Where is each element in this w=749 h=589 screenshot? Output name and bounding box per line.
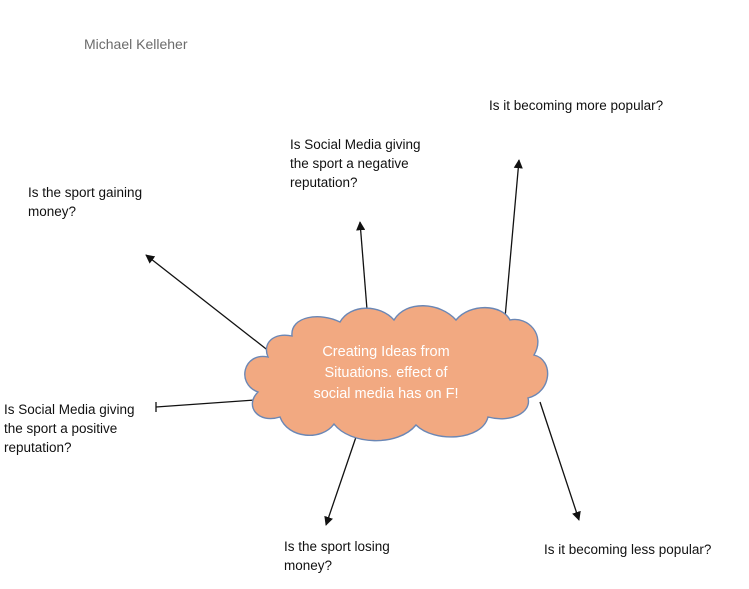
question-line: Is Social Media giving — [290, 137, 421, 152]
question-more-popular: Is it becoming more popular? — [489, 96, 663, 115]
question-less-popular: Is it becoming less popular? — [544, 540, 711, 559]
question-sport-losing-money: Is the sport losing money? — [284, 537, 390, 575]
question-sport-gaining-money: Is the sport gaining money? — [28, 183, 142, 221]
question-line: Is Social Media giving — [4, 402, 135, 417]
author-name: Michael Kelleher — [84, 36, 188, 52]
arrow-to-negative — [356, 221, 369, 323]
question-positive-reputation: Is Social Media giving the sport a posit… — [4, 400, 135, 457]
question-line: Is it becoming less popular? — [544, 542, 712, 557]
arrow-to-positive — [155, 399, 256, 408]
arrow-to-losing — [324, 436, 357, 526]
idea-cloud-shape — [244, 305, 549, 442]
arrow-to-less — [539, 401, 581, 521]
question-line: money? — [28, 204, 77, 219]
central-idea-text: Creating Ideas from Situations. effect o… — [280, 342, 492, 405]
central-idea-line: Situations. effect of — [324, 365, 448, 381]
question-line: Is the sport gaining — [28, 185, 143, 200]
question-line: the sport a negative — [290, 156, 409, 171]
question-line: Is it becoming more popular? — [489, 98, 664, 113]
question-line: the sport a positive — [4, 421, 118, 436]
question-negative-reputation: Is Social Media giving the sport a negat… — [290, 135, 421, 192]
question-line: money? — [284, 558, 333, 573]
central-idea-line: Creating Ideas from — [322, 344, 450, 360]
arrow-to-gaining — [145, 254, 271, 353]
central-idea-line: social media has on F! — [313, 386, 459, 402]
question-line: reputation? — [4, 440, 72, 455]
arrow-to-more — [504, 159, 523, 319]
question-line: reputation? — [290, 175, 358, 190]
question-line: Is the sport losing — [284, 539, 390, 554]
